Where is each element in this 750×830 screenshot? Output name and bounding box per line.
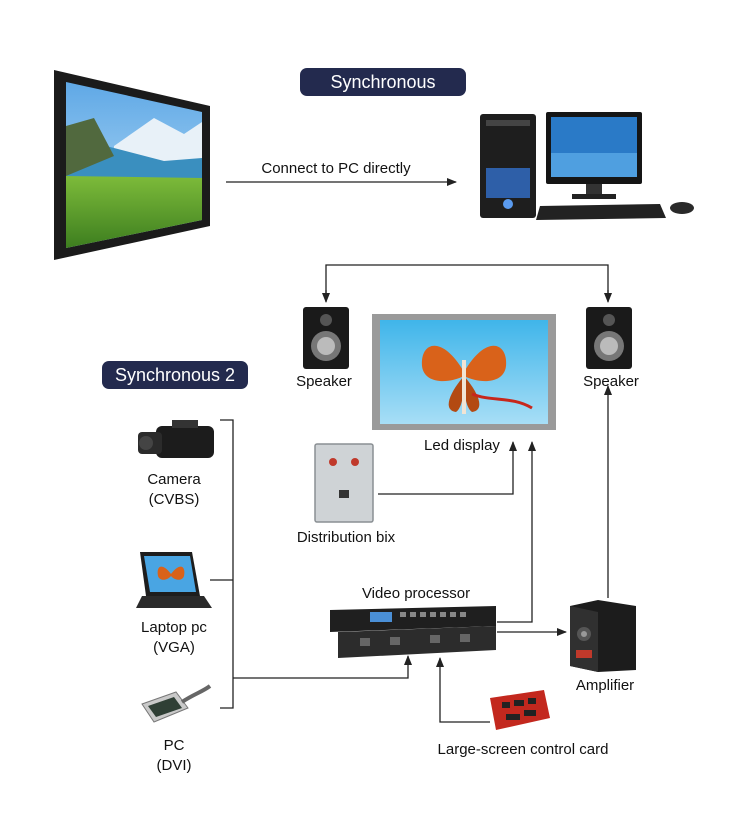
label-control-card: Large-screen control card (437, 741, 609, 758)
dvi-cable-image (141, 684, 212, 723)
video-processor-image (330, 606, 496, 658)
label-connect-pc: Connect to PC directly (261, 160, 411, 177)
label-camera-signal: (CVBS) (148, 491, 200, 508)
label-distribution-box: Distribution bix (296, 529, 396, 546)
label-pc-signal: (DVI) (156, 757, 192, 774)
label-laptop-signal: (VGA) (153, 639, 195, 656)
speaker-left-image (303, 307, 349, 369)
distribution-box-image (314, 443, 374, 523)
wire-sources-bracket (220, 419, 234, 709)
label-speaker-right: Speaker (583, 373, 639, 390)
laptop-image (136, 552, 212, 608)
desktop-pc-image (480, 112, 694, 220)
label-pc: PC (163, 737, 185, 754)
label-video-processor: Video processor (361, 585, 471, 602)
label-amplifier: Amplifier (575, 677, 635, 694)
label-camera: Camera (147, 471, 201, 488)
label-laptop: Laptop pc (141, 619, 207, 636)
badge-synchronous: Synchronous (300, 68, 466, 96)
badge-synchronous-2: Synchronous 2 (102, 361, 248, 389)
wire-sources-processor (233, 655, 412, 679)
wire-distribution-led (378, 441, 517, 495)
wire-processor-led (497, 441, 536, 623)
amplifier-image (570, 600, 636, 672)
wall-display-image (54, 70, 210, 260)
camera-image (138, 420, 214, 458)
label-led-display: Led display (424, 437, 500, 454)
speaker-right-image (586, 307, 632, 369)
wire-speakers-bracket (325, 264, 609, 300)
led-display-image (372, 314, 556, 430)
wire-card-processor (436, 657, 490, 723)
control-card-image (490, 690, 550, 730)
label-speaker-left: Speaker (296, 373, 352, 390)
